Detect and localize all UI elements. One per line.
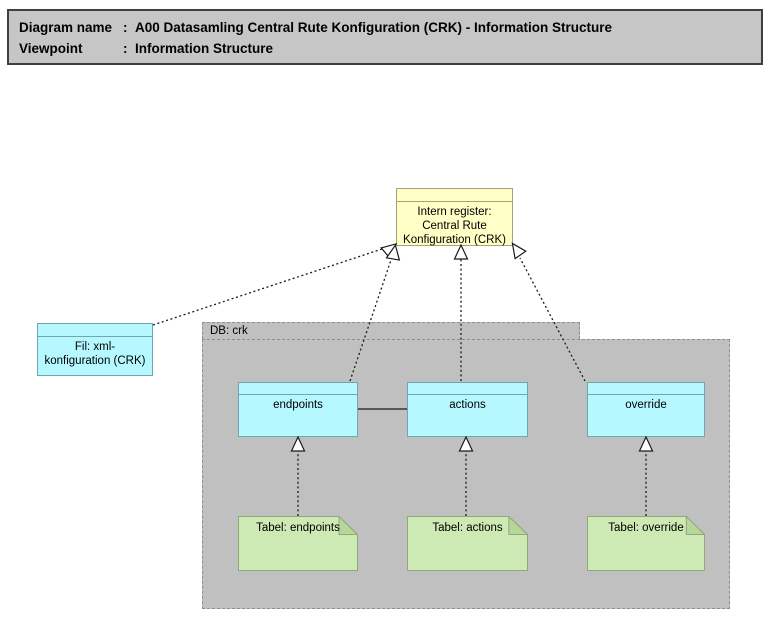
group-db-crk-tab[interactable]: DB: crk bbox=[202, 322, 580, 339]
node-intern-register-label: Intern register: Central Rute Konfigurat… bbox=[403, 206, 506, 246]
connector-fil-to-register[interactable] bbox=[152, 248, 383, 326]
node-fil-xml-konfiguration[interactable]: Fil: xml- konfiguration (CRK) bbox=[37, 323, 153, 376]
data-object-band bbox=[239, 383, 357, 395]
note-tabel-actions-label: Tabel: actions bbox=[432, 522, 503, 534]
node-intern-register[interactable]: Intern register: Central Rute Konfigurat… bbox=[396, 188, 513, 246]
node-actions[interactable]: actions bbox=[407, 382, 528, 437]
diagram-title-bar: Diagram name : A00 Datasamling Central R… bbox=[7, 9, 763, 65]
viewpoint-value: Information Structure bbox=[135, 41, 274, 56]
title-row-viewpoint: Viewpoint : Information Structure bbox=[19, 38, 751, 59]
title-label: Diagram name bbox=[19, 20, 113, 35]
note-shape-svg bbox=[407, 516, 528, 571]
arrowhead-actions-to-register bbox=[453, 243, 469, 260]
note-shape-svg bbox=[587, 516, 705, 571]
note-tabel-endpoints[interactable]: Tabel: endpoints bbox=[238, 516, 358, 571]
note-shape-svg bbox=[238, 516, 358, 571]
note-tabel-endpoints-label: Tabel: endpoints bbox=[256, 522, 340, 534]
note-tabel-actions[interactable]: Tabel: actions bbox=[407, 516, 528, 571]
node-override[interactable]: override bbox=[587, 382, 705, 437]
note-fold-corner bbox=[338, 516, 358, 535]
diagram-name-value: A00 Datasamling Central Rute Konfigurati… bbox=[135, 20, 613, 35]
data-object-band bbox=[408, 383, 527, 395]
note-fold-corner bbox=[685, 516, 705, 535]
node-endpoints-label: endpoints bbox=[273, 399, 323, 411]
note-fold-corner bbox=[508, 516, 528, 535]
node-override-label: override bbox=[625, 399, 667, 411]
viewpoint-separator: : bbox=[123, 41, 128, 56]
viewpoint-label: Viewpoint bbox=[19, 41, 83, 56]
note-tabel-override-label: Tabel: override bbox=[608, 522, 684, 534]
title-row-diagram-name: Diagram name : A00 Datasamling Central R… bbox=[19, 17, 751, 38]
data-object-band bbox=[588, 383, 704, 395]
data-object-band bbox=[397, 189, 512, 202]
data-object-band bbox=[38, 324, 152, 337]
group-db-crk-label: DB: crk bbox=[210, 325, 248, 337]
note-tabel-override[interactable]: Tabel: override bbox=[587, 516, 705, 571]
node-endpoints[interactable]: endpoints bbox=[238, 382, 358, 437]
node-fil-label: Fil: xml- konfiguration (CRK) bbox=[44, 341, 146, 367]
node-actions-label: actions bbox=[449, 399, 486, 411]
title-separator: : bbox=[123, 20, 128, 35]
